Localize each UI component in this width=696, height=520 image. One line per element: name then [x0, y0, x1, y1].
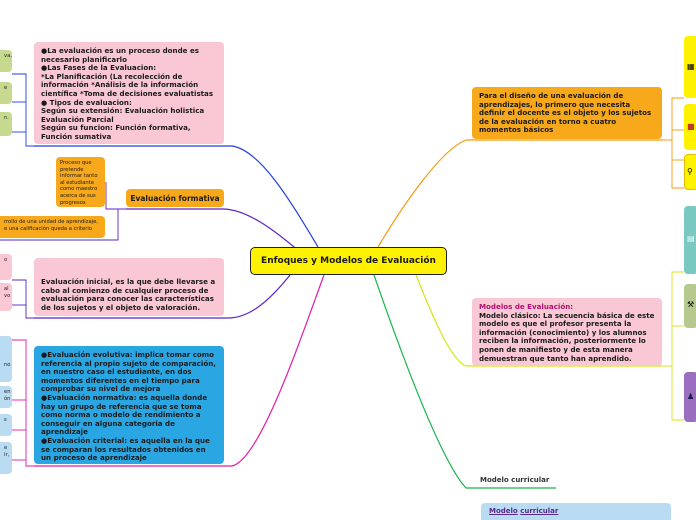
modelos-node[interactable]: Modelos de Evaluación: Modelo clásico: L…	[472, 298, 662, 366]
clipped-node-blue-4-text: e ir,	[4, 445, 10, 458]
modelos-node-title: Modelos de Evaluación:	[479, 302, 574, 311]
magnifier-icon: ⚲	[687, 167, 693, 176]
diseno-node-text: Para el diseño de una evaluación de apre…	[479, 91, 652, 135]
formativa-sub-node[interactable]: rrollo de una unidad de aprendizaje, e u…	[0, 216, 105, 238]
formativa-description-node[interactable]: Proceso que pretende informar tanto al e…	[56, 157, 105, 207]
clipped-node-pink-2[interactable]: al vo	[0, 283, 12, 311]
formativa-description-text: Proceso que pretende informar tanto al e…	[60, 160, 98, 206]
clipped-node-blue-1-text: no	[4, 362, 11, 368]
concepts-node-text: ●La evaluación es un proceso donde es ne…	[41, 46, 214, 141]
clipped-node-pink-1[interactable]: o	[0, 254, 12, 280]
curricular-node[interactable]: Modelo curricular	[480, 476, 549, 484]
central-topic-label: Enfoques y Modelos de Evaluación	[261, 256, 436, 266]
inicial-node-text: Evaluación inicial, es la que debe lleva…	[41, 277, 216, 312]
clipped-node-green-2-text: e	[4, 85, 8, 91]
edge-card-teal[interactable]: ▤	[684, 206, 696, 274]
diseno-node[interactable]: Para el diseño de una evaluación de apre…	[472, 87, 662, 139]
clipped-node-green-3-text: n.	[4, 115, 9, 121]
curricular-detail-word-1: Modelo	[489, 507, 518, 515]
people-icon: ♟	[687, 392, 695, 401]
clipped-node-green-2[interactable]: e	[0, 82, 12, 104]
tools-icon: ⚒	[687, 300, 695, 309]
central-topic[interactable]: Enfoques y Modelos de Evaluación	[250, 247, 447, 275]
clipped-node-blue-4[interactable]: e ir,	[0, 442, 12, 474]
clipped-node-blue-2[interactable]: en ón	[0, 386, 12, 408]
tipos-evaluacion-node[interactable]: ●Evaluación evolutiva: implica tomar com…	[34, 346, 224, 464]
modelos-node-text: Modelo clásico: La secuencia básica de e…	[479, 310, 655, 363]
formativa-node-label: Evaluación formativa	[130, 193, 220, 203]
edge-card-purple[interactable]: ♟	[684, 372, 696, 422]
curricular-node-label: Modelo curricular	[480, 476, 550, 484]
concepts-node[interactable]: ●La evaluación es un proceso donde es ne…	[34, 42, 224, 144]
building-icon: ▦	[687, 62, 695, 71]
clipped-node-pink-2-text: al vo	[4, 286, 11, 299]
clipped-node-green-3[interactable]: n.	[0, 112, 12, 136]
clipped-node-blue-3-text: s	[4, 417, 7, 423]
edge-card-olive[interactable]: ⚒	[684, 284, 696, 328]
calendar-icon: ■	[687, 122, 695, 131]
clipped-node-blue-1[interactable]: no	[0, 336, 12, 382]
edge-card-yellow[interactable]: ▦	[684, 36, 696, 98]
document-icon: ▤	[687, 234, 695, 243]
edge-card-yellow-3[interactable]: ⚲	[684, 154, 696, 190]
clipped-node-green-1[interactable]: va,	[0, 50, 12, 72]
inicial-node[interactable]: Evaluación inicial, es la que debe lleva…	[34, 258, 224, 316]
tipos-evaluacion-text: ●Evaluación evolutiva: implica tomar com…	[41, 350, 216, 463]
clipped-node-blue-3[interactable]: s	[0, 414, 12, 436]
curricular-detail-node[interactable]: Modelo curricular	[481, 503, 671, 520]
clipped-node-blue-2-text: en ón	[4, 389, 11, 402]
formativa-sub-text: rrollo de una unidad de aprendizaje, e u…	[4, 219, 98, 232]
formativa-node[interactable]: Evaluación formativa	[126, 189, 224, 207]
clipped-node-green-1-text: va,	[4, 53, 12, 59]
edge-card-yellow-2[interactable]: ■	[684, 104, 696, 150]
curricular-detail-word-2: curricular	[520, 507, 559, 515]
clipped-node-pink-1-text: o	[4, 257, 8, 263]
